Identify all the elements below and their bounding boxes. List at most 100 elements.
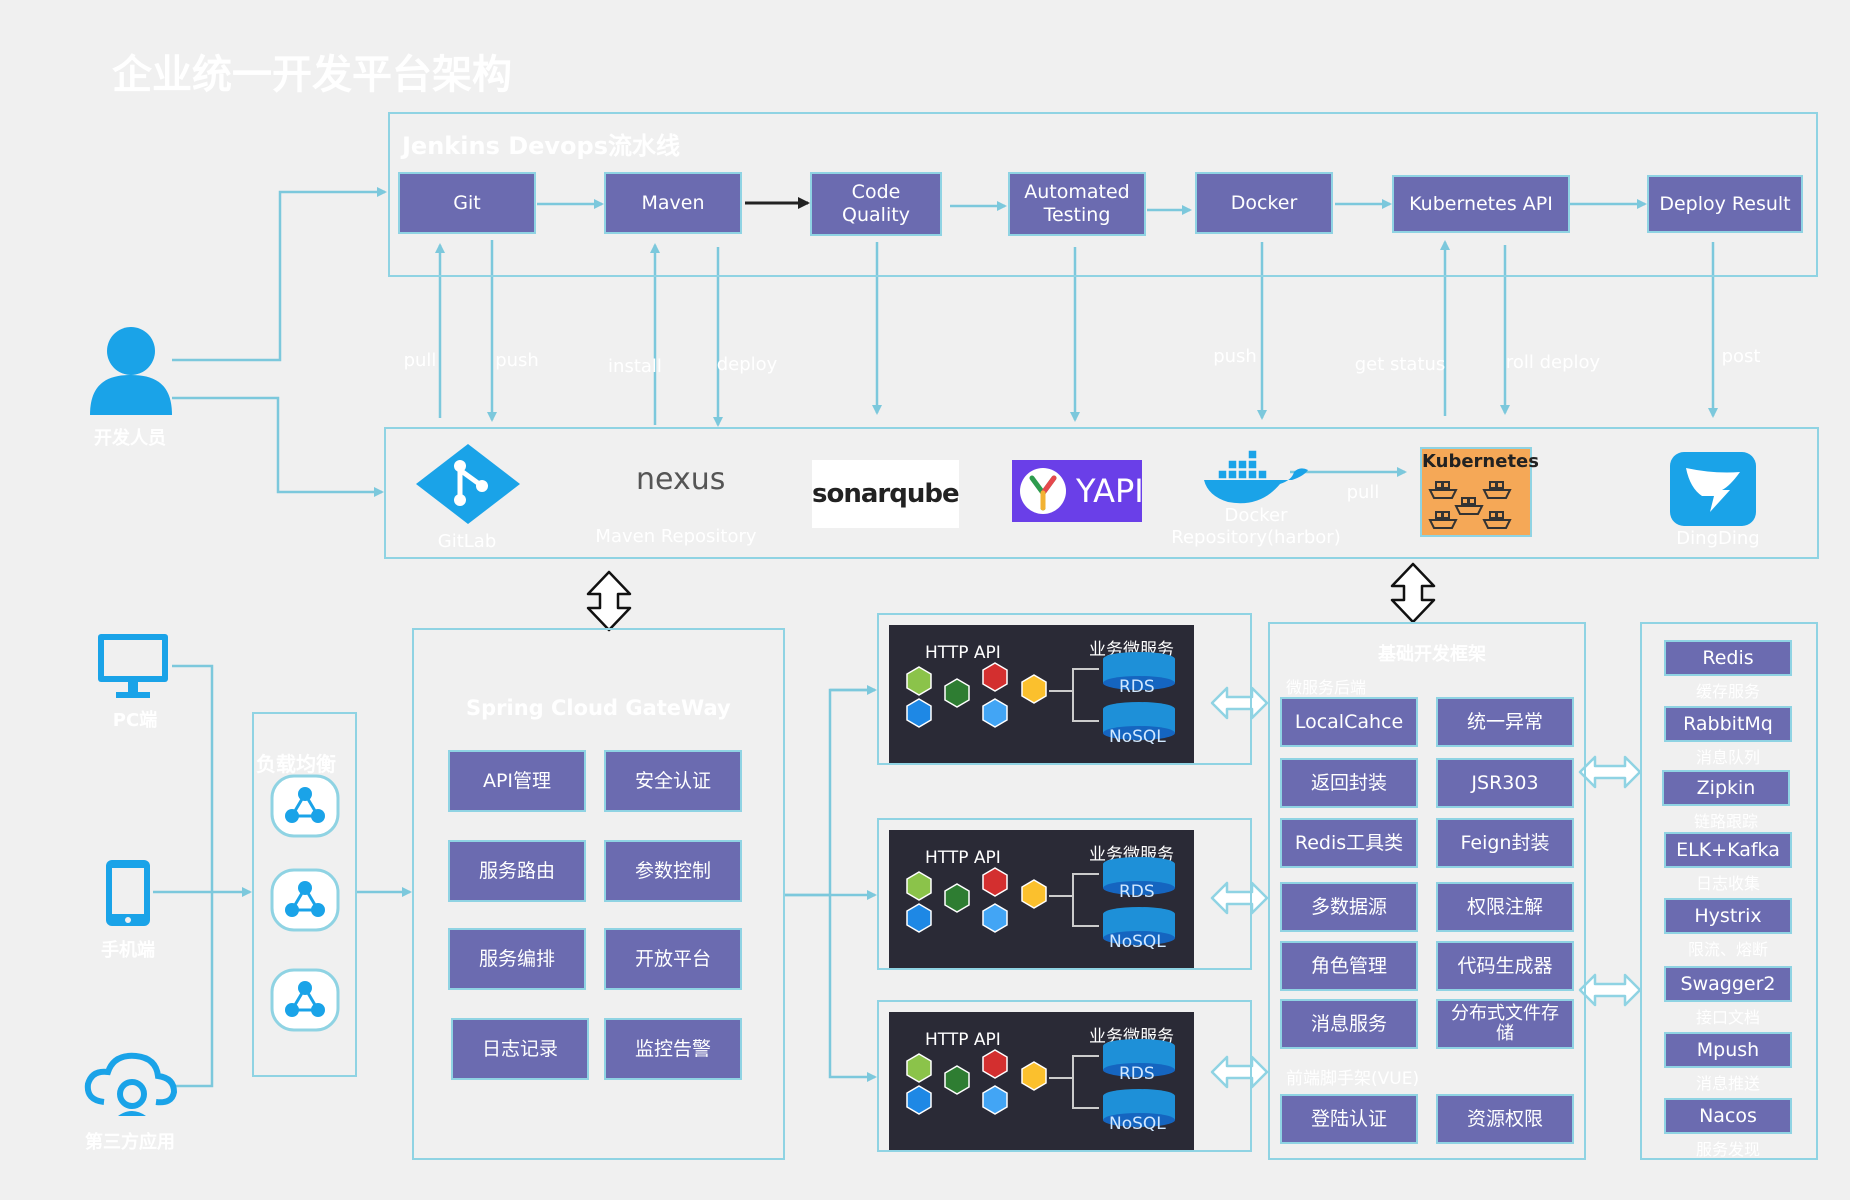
mobile-icon: [104, 858, 152, 928]
gateway-panel: [412, 628, 785, 1160]
framework-item-login-auth[interactable]: 登陆认证: [1280, 1094, 1418, 1144]
dingding-label: DingDing: [1676, 528, 1760, 549]
microservice-panel: HTTP API 业务微服务 RDS NoSQL: [877, 1000, 1252, 1152]
middleware-item[interactable]: ELK+Kafka: [1664, 832, 1792, 868]
nexus-label: Maven Repository: [595, 526, 757, 547]
kubernetes-ships-icon: [1428, 481, 1512, 529]
yapi-text: YAPI: [1076, 472, 1144, 510]
gateway-item-logging[interactable]: 日志记录: [451, 1018, 589, 1080]
pc-label: PC端: [112, 710, 158, 731]
microservice-card: HTTP API 业务微服务 RDS NoSQL: [889, 1012, 1194, 1150]
sonarqube-text: sonarqube: [812, 479, 960, 509]
framework-item-code-generator[interactable]: 代码生成器: [1436, 941, 1574, 991]
middleware-panel: [1640, 622, 1818, 1160]
framework-item-unified-exception[interactable]: 统一异常: [1436, 697, 1574, 747]
developer-icon: [88, 325, 174, 415]
mobile-label: 手机端: [101, 940, 155, 961]
nosql-label: NoSQL: [1109, 932, 1166, 952]
framework-item-response-wrapper[interactable]: 返回封装: [1280, 758, 1418, 808]
middleware-desc: 缓存服务: [1695, 682, 1761, 701]
load-balancer-node-icon: [270, 868, 340, 932]
label-roll-deploy: roll deploy: [1505, 352, 1601, 373]
label-get-status: get status: [1354, 354, 1446, 375]
middleware-item[interactable]: Mpush: [1664, 1032, 1792, 1068]
label-push: push: [495, 350, 539, 371]
framework-item-jsr303[interactable]: JSR303: [1436, 758, 1574, 808]
stage-deploy-result[interactable]: Deploy Result: [1647, 175, 1803, 233]
gateway-item-param-control[interactable]: 参数控制: [604, 840, 742, 902]
kubernetes-logo: Kubernetes: [1420, 447, 1539, 537]
third-party-cloud-icon: [84, 1050, 178, 1120]
jenkins-pipeline-panel: [388, 112, 1818, 277]
microservice-graphic: [906, 1039, 1175, 1127]
framework-backend-label: 微服务后端: [1286, 678, 1367, 697]
rds-label: RDS: [1119, 1064, 1155, 1084]
framework-frontend-label: 前端脚手架(VUE): [1286, 1069, 1420, 1089]
kubernetes-label: Kubernetes: [1422, 451, 1539, 472]
sonarqube-logo: sonarqube: [812, 460, 960, 528]
stage-code-quality[interactable]: Code Quality: [810, 172, 942, 236]
stage-kubernetes-api[interactable]: Kubernetes API: [1392, 175, 1570, 233]
framework-item-distributed-file-storage[interactable]: 分布式文件存 储: [1436, 999, 1574, 1049]
microservice-panel: HTTP API 业务微服务 RDS NoSQL: [877, 613, 1252, 765]
rds-label: RDS: [1119, 677, 1155, 697]
framework-item-localcache[interactable]: LocalCahce: [1280, 697, 1418, 747]
middleware-item[interactable]: Hystrix: [1664, 898, 1792, 934]
middleware-item[interactable]: RabbitMq: [1664, 706, 1792, 742]
http-api-label: HTTP API: [925, 643, 1001, 663]
microservice-card: HTTP API 业务微服务 RDS NoSQL: [889, 830, 1194, 968]
rds-label: RDS: [1119, 882, 1155, 902]
framework-item-multi-datasource[interactable]: 多数据源: [1280, 882, 1418, 932]
gitlab-icon: [412, 440, 524, 524]
middleware-desc: 链路跟踪: [1693, 812, 1759, 831]
framework-item-permission-annotation[interactable]: 权限注解: [1436, 882, 1574, 932]
gateway-item-open-platform[interactable]: 开放平台: [604, 928, 742, 990]
middleware-desc: 日志收集: [1695, 874, 1761, 893]
label-push-docker: push: [1213, 346, 1257, 367]
load-balancer-panel: [252, 712, 357, 1077]
framework-item-resource-permission[interactable]: 资源权限: [1436, 1094, 1574, 1144]
stage-git[interactable]: Git: [398, 172, 536, 234]
framework-item-feign-wrapper[interactable]: Feign封装: [1436, 818, 1574, 868]
framework-panel: [1268, 622, 1586, 1160]
label-deploy: deploy: [716, 354, 778, 375]
http-api-label: HTTP API: [925, 848, 1001, 868]
http-api-label: HTTP API: [925, 1030, 1001, 1050]
gitlab-label: GitLab: [437, 531, 497, 552]
load-balancer-node-icon: [270, 774, 340, 838]
page-title: 企业统一开发平台架构: [112, 52, 512, 98]
stage-automated-testing[interactable]: Automated Testing: [1008, 172, 1146, 236]
microservice-graphic: [906, 652, 1175, 740]
middleware-item[interactable]: Zipkin: [1662, 770, 1790, 806]
third-party-label: 第三方应用: [85, 1132, 175, 1153]
framework-item-message-service[interactable]: 消息服务: [1280, 999, 1418, 1049]
middleware-item[interactable]: Swagger2: [1664, 966, 1792, 1002]
gateway-item-security-auth[interactable]: 安全认证: [604, 750, 742, 812]
dingding-icon: [1670, 452, 1756, 526]
framework-title: 基础开发框架: [1378, 644, 1486, 665]
gateway-item-orchestration[interactable]: 服务编排: [448, 928, 586, 990]
middleware-item[interactable]: Nacos: [1664, 1098, 1792, 1134]
gateway-item-api-management[interactable]: API管理: [448, 750, 586, 812]
framework-item-role-management[interactable]: 角色管理: [1280, 941, 1418, 991]
framework-item-redis-util[interactable]: Redis工具类: [1280, 818, 1418, 868]
nosql-label: NoSQL: [1109, 1114, 1166, 1134]
middleware-desc: 消息推送: [1695, 1074, 1761, 1093]
stage-maven[interactable]: Maven: [604, 172, 742, 234]
middleware-desc: 限流、熔断: [1687, 940, 1769, 959]
label-pull-docker: pull: [1346, 482, 1380, 503]
middleware-item[interactable]: Redis: [1664, 640, 1792, 676]
microservice-graphic: [906, 857, 1175, 945]
label-pull: pull: [403, 350, 437, 371]
yapi-logo: YAPI: [1012, 460, 1144, 522]
middleware-desc: 服务发现: [1695, 1140, 1761, 1159]
gateway-title: Spring Cloud GateWay: [466, 696, 731, 720]
gateway-item-monitoring[interactable]: 监控告警: [604, 1018, 742, 1080]
middleware-desc: 消息队列: [1695, 748, 1761, 767]
label-install: install: [608, 356, 662, 377]
jenkins-pipeline-title: Jenkins Devops流水线: [402, 132, 681, 160]
load-balancer-node-icon: [270, 968, 340, 1032]
stage-docker[interactable]: Docker: [1195, 172, 1333, 234]
gateway-item-routing[interactable]: 服务路由: [448, 840, 586, 902]
